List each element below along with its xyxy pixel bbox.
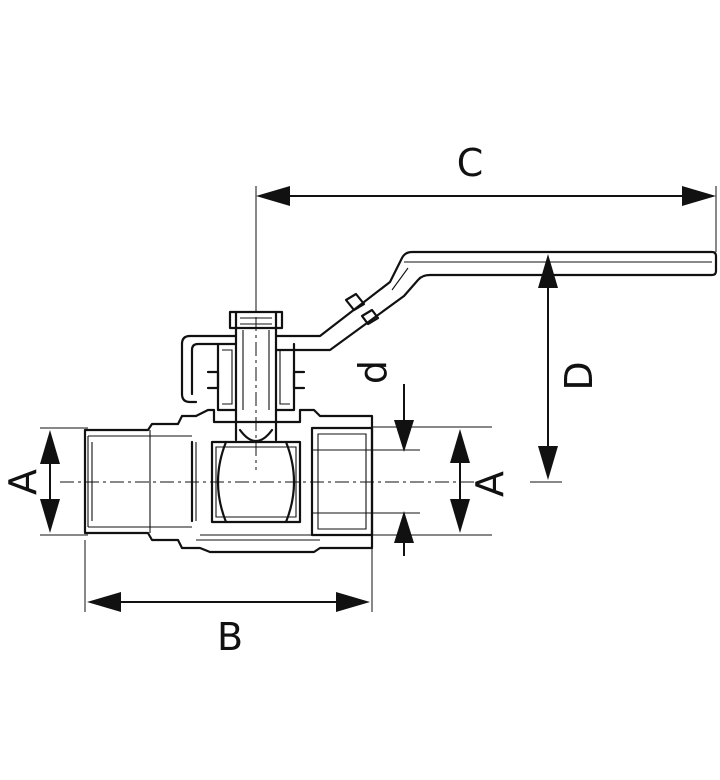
dim-label-C: C bbox=[457, 141, 484, 185]
extension-lines bbox=[40, 186, 717, 612]
valve-handle bbox=[180, 250, 718, 404]
arrow-head bbox=[394, 511, 414, 543]
arrow-head bbox=[538, 254, 558, 288]
dim-label-B: B bbox=[217, 615, 243, 659]
arrow-head bbox=[256, 186, 290, 206]
centre-lines bbox=[60, 292, 480, 483]
dim-label-d: d bbox=[351, 360, 395, 384]
dim-label-A-right: A bbox=[468, 471, 512, 497]
valve-stem bbox=[206, 310, 306, 443]
arrow-head bbox=[40, 430, 60, 464]
arrow-head bbox=[336, 592, 370, 612]
dim-label-D: D bbox=[557, 361, 601, 390]
arrow-head bbox=[682, 186, 716, 206]
dim-label-A-left: A bbox=[1, 469, 45, 495]
arrow-head bbox=[538, 446, 558, 480]
dimension-labels: C B D d A A bbox=[1, 141, 601, 659]
arrow-head bbox=[450, 429, 470, 463]
arrow-head bbox=[40, 499, 60, 533]
valve-body bbox=[83, 408, 374, 554]
dimension-lines bbox=[40, 186, 716, 612]
arrow-head bbox=[450, 499, 470, 533]
arrow-head bbox=[394, 420, 414, 452]
arrow-head bbox=[87, 592, 121, 612]
